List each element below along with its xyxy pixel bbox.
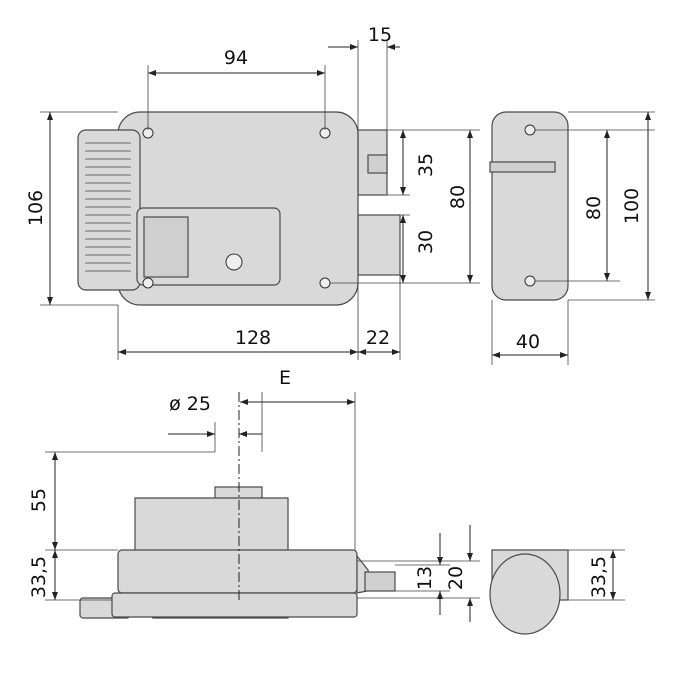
knob (489, 553, 561, 635)
dim-80: 80 (447, 185, 469, 209)
dim-40: 40 (516, 331, 540, 353)
latch-bolt (357, 214, 401, 276)
dim-94: 94 (224, 47, 248, 69)
handle-plate (77, 129, 141, 291)
plan-view-dimensions: E ø 25 55 33,5 13 20 (28, 367, 480, 622)
dim-55: 55 (28, 488, 50, 512)
dim-15: 15 (368, 24, 392, 46)
dim-100: 100 (621, 188, 643, 224)
dim-106: 106 (25, 190, 47, 226)
dim-13: 13 (414, 566, 436, 590)
dim-20: 20 (445, 566, 467, 590)
screw-hole (142, 277, 154, 289)
deadbolt-notch (367, 154, 388, 174)
keyhole-icon (225, 253, 243, 271)
handle-grip-lines (85, 142, 131, 272)
plan-view (79, 392, 396, 619)
side-plate (111, 592, 358, 618)
dim-30: 30 (415, 230, 437, 254)
end-body (491, 111, 569, 301)
front-view-dimensions: 94 15 106 35 30 80 128 22 (25, 24, 480, 360)
dim-33-5-right: 33,5 (588, 556, 610, 598)
dim-128: 128 (235, 327, 271, 349)
screw-hole (319, 277, 331, 289)
dim-80-end: 80 (583, 196, 605, 220)
side-latch (364, 571, 396, 592)
screw-hole (524, 124, 536, 136)
dim-35: 35 (415, 153, 437, 177)
dim-diameter-25: ø 25 (169, 393, 211, 415)
inner-latch (143, 216, 189, 278)
plan-end-view: 33,5 (489, 549, 625, 635)
dim-e: E (279, 367, 291, 389)
dim-22: 22 (366, 327, 390, 349)
dim-33-5-left: 33,5 (28, 556, 50, 598)
screw-hole (524, 275, 536, 287)
end-view: 80 100 40 (489, 111, 655, 365)
side-body (117, 549, 358, 594)
bolt-slot (489, 161, 556, 173)
front-view (77, 111, 401, 306)
